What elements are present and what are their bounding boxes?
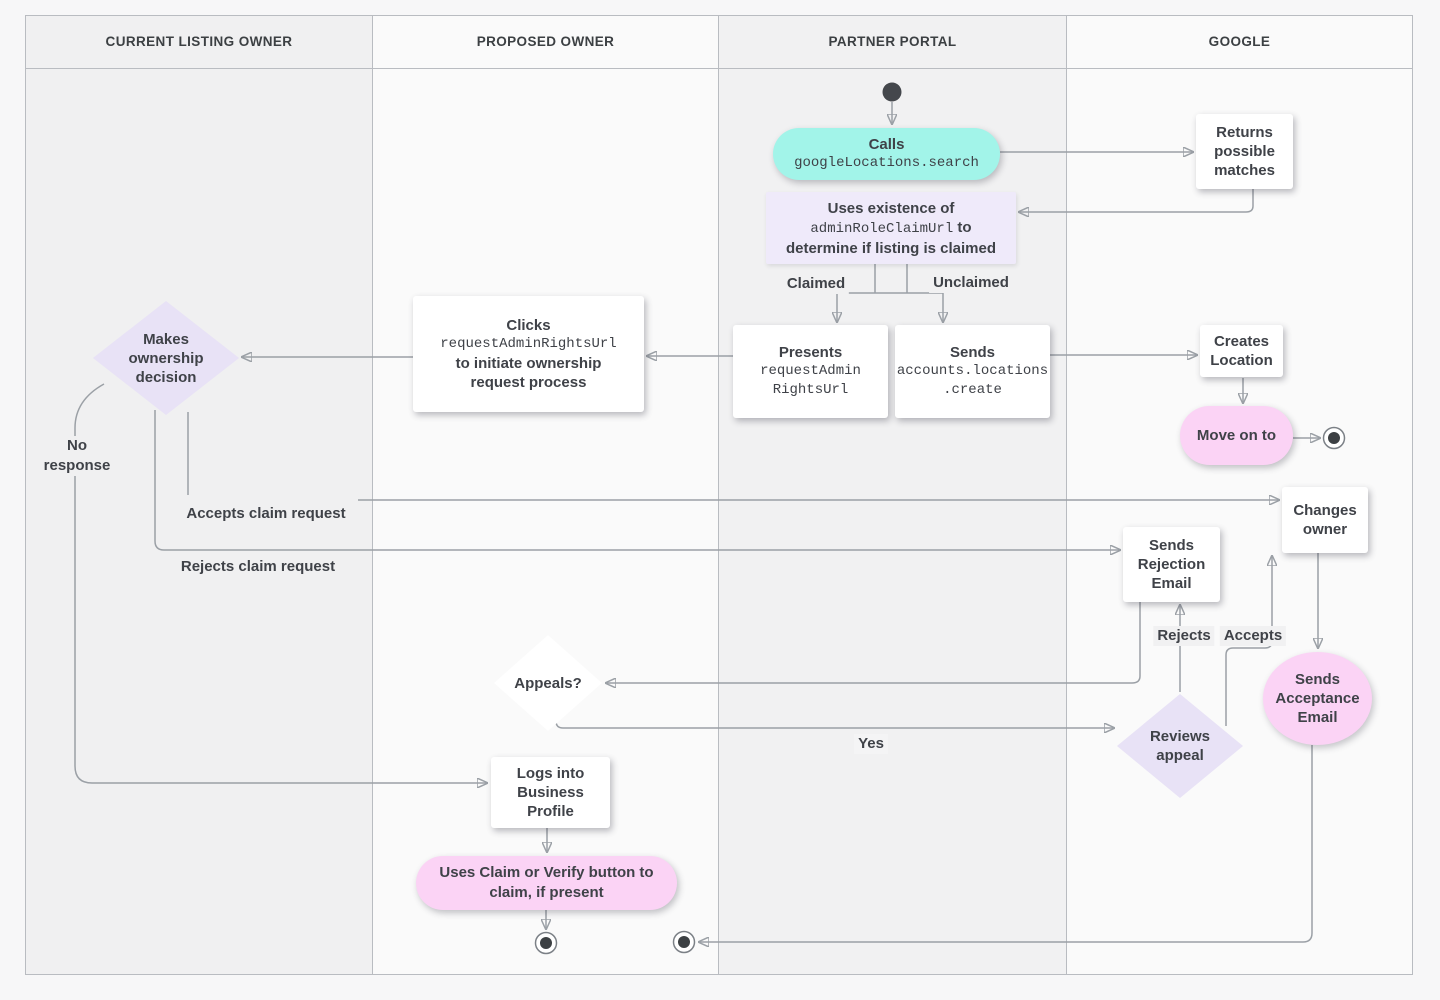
node-code: googleLocations.search	[794, 155, 979, 171]
node-title: Clicks	[506, 317, 551, 334]
node-text: Creates Location	[1210, 333, 1273, 369]
lane-header: GOOGLE	[1067, 15, 1412, 69]
node-text: Uses Claim or Verify button to claim, if…	[439, 864, 654, 901]
returns-possible-matches-node: Returns possible matches	[1196, 114, 1293, 189]
uses-existence-note-node: Uses existence of adminRoleClaimUrl to d…	[766, 192, 1016, 264]
edge-label-rejects: Rejects	[1153, 626, 1215, 646]
creates-location-node: Creates Location	[1200, 325, 1283, 377]
lane-header: CURRENT LISTING OWNER	[26, 15, 372, 69]
node-code: requestAdmin	[760, 363, 861, 379]
move-on-to-node: Move on to	[1180, 406, 1293, 465]
node-text: Move on to	[1196, 427, 1277, 444]
edge-label-rejects-claim-request: Rejects claim request	[176, 557, 340, 577]
edge-label-no-response: No response	[31, 436, 123, 476]
node-text: Appeals?	[514, 674, 582, 692]
node-code: .create	[943, 382, 1002, 398]
node-code: requestAdminRightsUrl	[440, 336, 617, 352]
edge-label-unclaimed: Unclaimed	[929, 273, 1013, 293]
node-text: Returns possible matches	[1214, 124, 1275, 179]
node-text: Uses existence of	[827, 199, 955, 217]
node-code: adminRoleClaimUrl	[810, 220, 954, 237]
presents-request-admin-rights-url-node: Presents requestAdmin RightsUrl	[733, 325, 888, 418]
node-title: Calls	[868, 136, 905, 153]
sends-acceptance-email-node: Sends Acceptance Email	[1263, 652, 1372, 745]
node-text: adminRoleClaimUrl to	[810, 218, 972, 237]
lane-header: PARTNER PORTAL	[719, 15, 1066, 69]
sends-accounts-locations-create-node: Sends accounts.locations .create	[895, 325, 1050, 418]
edge-label-yes: Yes	[854, 734, 888, 754]
node-code: accounts.locations	[896, 363, 1049, 379]
calls-google-locations-search-node: Calls googleLocations.search	[773, 128, 1000, 180]
logs-into-business-profile-node: Logs into Business Profile	[491, 757, 610, 828]
edge-label-accepts: Accepts	[1219, 626, 1287, 646]
node-title: Sends	[949, 344, 995, 361]
node-text: Makes ownership decision	[128, 330, 204, 386]
node-text: determine if listing is claimed	[785, 239, 997, 257]
clicks-request-admin-rights-url-node: Clicks requestAdminRightsUrl to initiate…	[413, 296, 644, 412]
node-code: RightsUrl	[772, 382, 849, 398]
diagram-bottom-border	[25, 974, 1413, 975]
lane-current-listing-owner: CURRENT LISTING OWNER	[25, 15, 373, 974]
node-text: Changes owner	[1293, 502, 1357, 538]
node-title: Presents	[778, 344, 843, 361]
node-text: Sends Rejection Email	[1137, 537, 1206, 592]
sends-rejection-email-node: Sends Rejection Email	[1123, 527, 1220, 602]
lane-proposed-owner: PROPOSED OWNER	[373, 15, 719, 974]
lane-header: PROPOSED OWNER	[373, 15, 718, 69]
diagram-top-border	[25, 15, 1413, 16]
node-text: Reviews appeal	[1149, 728, 1211, 764]
edge-label-claimed: Claimed	[782, 274, 850, 294]
claim-or-verify-node: Uses Claim or Verify button to claim, if…	[416, 856, 677, 910]
changes-owner-node: Changes owner	[1282, 487, 1368, 553]
node-text: Sends Acceptance Email	[1275, 671, 1360, 726]
node-text: Logs into Business Profile	[516, 765, 585, 820]
node-text: to initiate ownership request process	[455, 355, 602, 391]
edge-label-accepts-claim-request: Accepts claim request	[182, 504, 350, 524]
